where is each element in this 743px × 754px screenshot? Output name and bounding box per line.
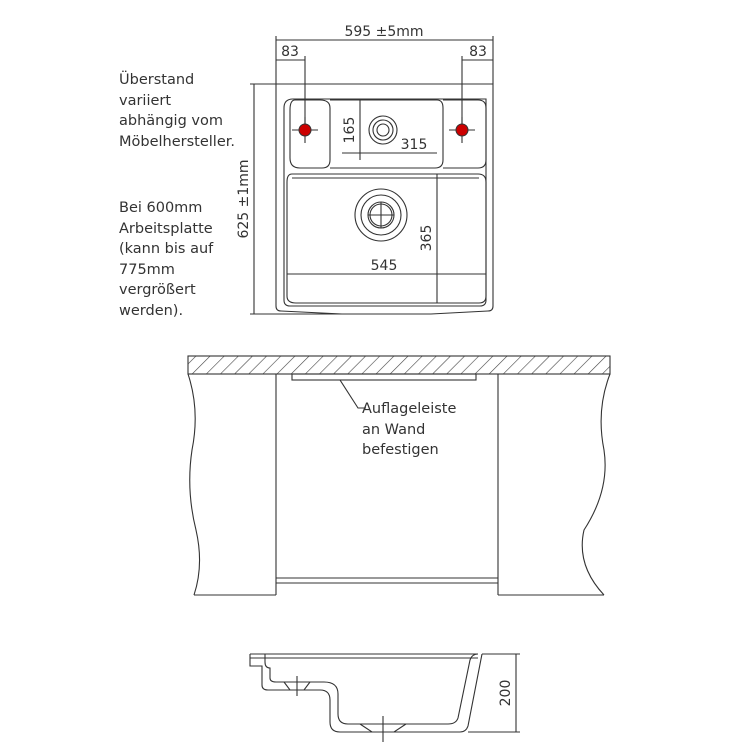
side-height-dim: 200 bbox=[498, 680, 514, 707]
rail-label: Auflageleiste an Wand befestigen bbox=[362, 401, 457, 458]
main-basin bbox=[286, 173, 487, 304]
left-tap-hole-icon bbox=[298, 123, 312, 137]
side-view-profile bbox=[249, 653, 520, 742]
right-tap-hole-icon bbox=[455, 123, 469, 137]
main-basin-depth-dim: 365 bbox=[419, 225, 435, 252]
overall-depth-dim: 625 ±1mm bbox=[236, 159, 252, 238]
overall-width-dim: 595 ±5mm bbox=[344, 24, 423, 40]
upper-drain-icon bbox=[368, 115, 398, 145]
worktop-note: Bei 600mm Arbeitsplatte (kann bis auf 77… bbox=[119, 200, 214, 319]
right-offset-dim: 83 bbox=[469, 44, 487, 60]
mounting-rail bbox=[291, 373, 477, 381]
overhang-note: Überstand variiert abhängig vom Möbelher… bbox=[119, 72, 235, 150]
sink-top-view bbox=[250, 36, 494, 315]
front-view-cabinet bbox=[187, 355, 611, 596]
upper-basin-width-dim: 315 bbox=[401, 137, 428, 153]
upper-basin bbox=[289, 99, 331, 169]
left-offset-dim: 83 bbox=[281, 44, 299, 60]
upper-basin-depth-dim: 165 bbox=[342, 117, 358, 144]
main-basin-width-dim: 545 bbox=[371, 258, 398, 274]
